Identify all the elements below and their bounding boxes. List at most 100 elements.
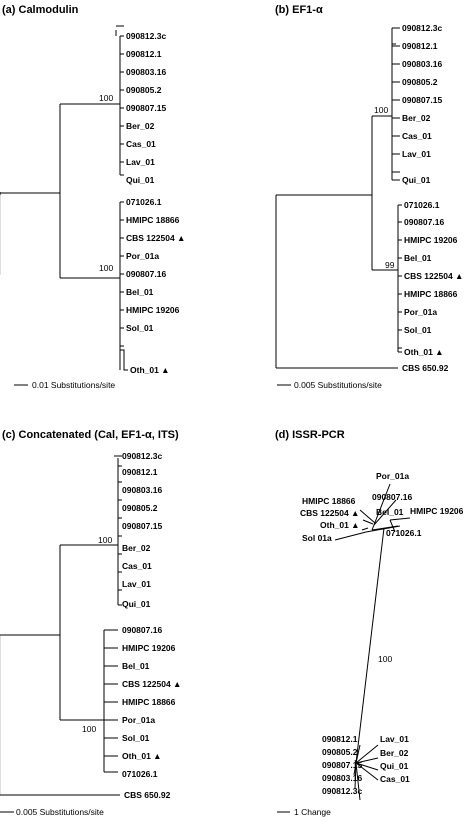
leaf-label: 090807.16: [404, 217, 444, 227]
leaf-label: 090805.2: [126, 85, 162, 95]
leaf-label: 090807.15: [122, 521, 162, 531]
leaf-label: Qui_01: [402, 175, 431, 185]
leaf-label: 071026.1: [386, 528, 422, 538]
leaf-label: HMIPC 18866: [126, 215, 180, 225]
panel-a: (a) Calmodulin 090812.3c 090812.1 090803…: [0, 4, 185, 390]
panel-d-branches: [334, 483, 411, 801]
leaf-label: Oth_01 ▲: [404, 347, 444, 357]
leaf-label: Ber_02: [402, 113, 431, 123]
leaf-label: 090812.3c: [126, 31, 166, 41]
leaf-label: Cas_01: [122, 561, 152, 571]
leaf-label: 090807.15: [322, 760, 362, 770]
leaf-label: Oth_01 ▲: [320, 520, 360, 530]
leaf-label: Cas_01: [126, 139, 156, 149]
leaf-label: 090812.3c: [322, 786, 362, 796]
leaf-label: Sol_01: [126, 323, 154, 333]
leaf-label: Oth_01 ▲: [122, 751, 162, 761]
leaf-label: Por_01a: [126, 251, 159, 261]
leaf-label: 090803.16: [402, 59, 442, 69]
leaf-label: 090812.1: [322, 734, 358, 744]
leaf-label: HMIPC 19206: [404, 235, 458, 245]
leaf-label: 090812.3c: [122, 451, 162, 461]
scale-label: 0.005 Substitutions/site: [294, 380, 382, 390]
bootstrap-value: 100: [82, 724, 96, 734]
leaf-label: 090807.15: [126, 103, 166, 113]
panel-d-scale-bar: 1 Change: [277, 807, 331, 817]
leaf-label: CBS 122504 ▲: [122, 679, 181, 689]
leaf-label: HMIPC 18866: [404, 289, 458, 299]
leaf-label: 090805.2: [402, 77, 438, 87]
bootstrap-value: 100: [98, 535, 112, 545]
leaf-label: 090807.16: [372, 492, 412, 502]
leaf-label: 090812.1: [122, 467, 158, 477]
leaf-label: CBS 650.92: [124, 790, 171, 800]
leaf-label: Lav_01: [380, 734, 409, 744]
bootstrap-value: 100: [99, 93, 113, 103]
panel-b-branches: [275, 27, 402, 369]
scale-label: 0.01 Substitutions/site: [32, 380, 115, 390]
leaf-label: Qui_01: [380, 761, 409, 771]
leaf-label: 090803.16: [126, 67, 166, 77]
leaf-label: CBS 650.92: [402, 363, 449, 373]
leaf-label: 071026.1: [122, 769, 158, 779]
leaf-label: HMIPC 19206: [126, 305, 180, 315]
leaf-label: HMIPC 18866: [122, 697, 176, 707]
leaf-label: Qui_01: [122, 599, 151, 609]
bootstrap-value: 100: [378, 654, 392, 664]
panel-a-branches: [0, 25, 128, 371]
leaf-label: Oth_01 ▲: [130, 365, 170, 375]
leaf-label: 071026.1: [404, 200, 440, 210]
leaf-label: 090805.2: [322, 747, 358, 757]
leaf-label: 090805.2: [122, 503, 158, 513]
bootstrap-value: 99: [385, 260, 395, 270]
leaf-label: CBS 122504 ▲: [404, 271, 463, 281]
leaf-label: Bel_01: [404, 253, 432, 263]
leaf-label: 090807.16: [122, 625, 162, 635]
leaf-label: Lav_01: [122, 579, 151, 589]
panel-c-leaves: 090812.3c 090812.1 090803.16 090805.2 09…: [122, 451, 181, 800]
leaf-label: Sol_01: [122, 733, 150, 743]
leaf-label: Lav_01: [126, 157, 155, 167]
leaf-label: Ber_02: [122, 543, 151, 553]
leaf-label: 090807.16: [126, 269, 166, 279]
leaf-label: Por_01a: [376, 471, 409, 481]
panel-b-leaves: 090812.3c 090812.1 090803.16 090805.2 09…: [402, 23, 463, 373]
panel-c-branches: [0, 455, 122, 796]
leaf-label: 090812.1: [126, 49, 162, 59]
leaf-label: HMIPC 19206: [410, 506, 464, 516]
panel-b: (b) EF1-α 090812.3c 090812.1 090803.16 0…: [275, 4, 463, 390]
panel-d-leaves: Por_01a 090807.16 HMIPC 18866 Bel_01 HMI…: [300, 471, 464, 796]
leaf-label: 090812.3c: [402, 23, 442, 33]
leaf-label: Sol 01a: [302, 533, 332, 543]
leaf-label: 090812.1: [402, 41, 438, 51]
leaf-label: Sol_01: [404, 325, 432, 335]
scale-label: 0.005 Substitutions/site: [16, 807, 104, 817]
leaf-label: Qui_01: [126, 175, 155, 185]
leaf-label: Cas_01: [380, 774, 410, 784]
bootstrap-value: 100: [374, 105, 388, 115]
panel-d: (d) ISSR-PCR Por_01a 090807.16: [275, 429, 464, 817]
leaf-label: 090803.16: [122, 485, 162, 495]
panel-c: (c) Concatenated (Cal, EF1-α, ITS) 09081…: [0, 429, 181, 817]
panel-c-scale-bar: 0.005 Substitutions/site: [0, 807, 104, 817]
leaf-label: 090807.15: [402, 95, 442, 105]
leaf-label: Ber_02: [380, 748, 409, 758]
leaf-label: 071026.1: [126, 197, 162, 207]
bootstrap-value: 100: [99, 263, 113, 273]
leaf-label: Lav_01: [402, 149, 431, 159]
leaf-label: Ber_02: [126, 121, 155, 131]
leaf-label: 090803.16: [322, 773, 362, 783]
leaf-label: Por_01a: [122, 715, 155, 725]
panel-c-title: (c) Concatenated (Cal, EF1-α, ITS): [2, 429, 179, 441]
leaf-label: Bel_01: [126, 287, 154, 297]
scale-label: 1 Change: [294, 807, 331, 817]
leaf-label: Por_01a: [404, 307, 437, 317]
panel-a-title: (a) Calmodulin: [2, 4, 79, 16]
leaf-label: Cas_01: [402, 131, 432, 141]
leaf-label: HMIPC 19206: [122, 643, 176, 653]
leaf-label: Bel_01: [122, 661, 150, 671]
leaf-label: Bel_01: [376, 507, 404, 517]
panel-b-scale-bar: 0.005 Substitutions/site: [277, 380, 382, 390]
leaf-label: CBS 122504 ▲: [126, 233, 185, 243]
